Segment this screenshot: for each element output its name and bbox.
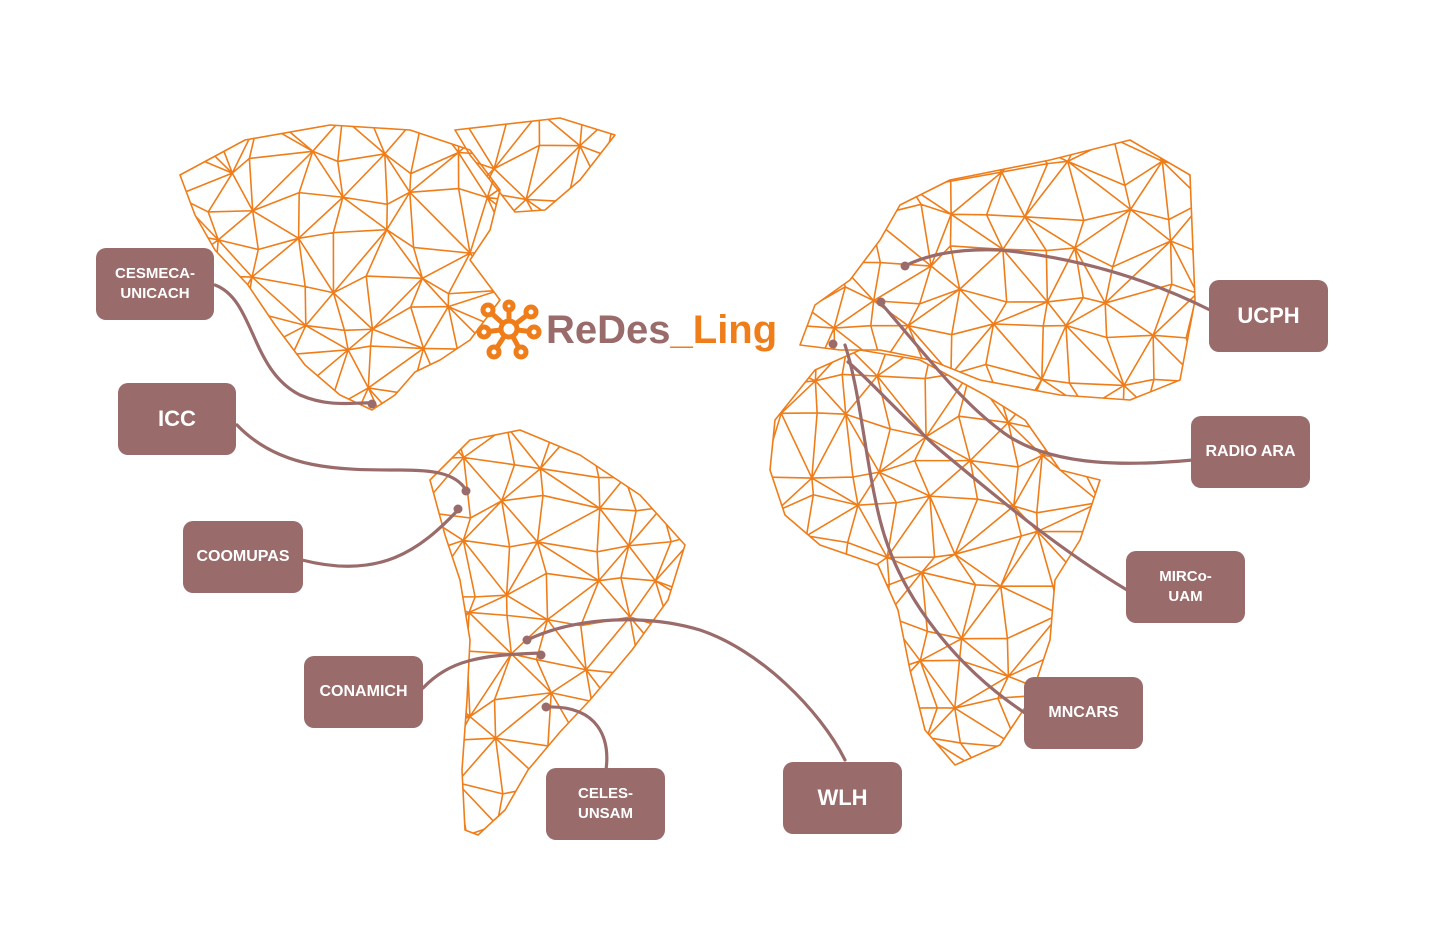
- location-dot-germany: [876, 297, 886, 307]
- connector-cesmeca: [213, 283, 374, 406]
- connector-ucph: [903, 248, 1212, 312]
- connector-conamich: [421, 651, 543, 690]
- logo-text-redes: ReDes: [546, 308, 671, 352]
- partner-label-conamich[interactable]: CONAMICH: [304, 656, 423, 728]
- location-dot-chile: [536, 650, 546, 660]
- partner-label-celes-unsam[interactable]: CELES- UNSAM: [546, 768, 665, 840]
- connector-mncars: [843, 343, 1027, 715]
- location-dot-spain: [828, 339, 838, 349]
- location-dot-denmark: [900, 261, 910, 271]
- location-dot-mexico: [367, 399, 377, 409]
- network-nodes-icon: [476, 299, 542, 360]
- location-dot-colombia: [461, 486, 471, 496]
- continent-mesh-gl: [455, 118, 615, 212]
- connector-radio-ara: [878, 300, 1195, 465]
- mesh-lines-gl: [455, 118, 615, 212]
- redes-ling-logo: ReDes_Ling: [476, 298, 806, 368]
- partner-label-icc[interactable]: ICC: [118, 383, 236, 455]
- connector-coomupas: [300, 508, 460, 568]
- coastline-na: [179, 124, 501, 411]
- connector-celes: [544, 705, 609, 772]
- connector-icc: [235, 423, 468, 492]
- partner-label-radio-ara[interactable]: RADIO ARA: [1191, 416, 1310, 488]
- location-dot-argentina: [541, 702, 551, 712]
- partner-label-cesmeca-unicach[interactable]: CESMECA- UNICACH: [96, 248, 214, 320]
- partner-label-coomupas[interactable]: COOMUPAS: [183, 521, 303, 593]
- logo-wordmark: ReDes_Ling: [546, 308, 777, 353]
- partner-label-ucph[interactable]: UCPH: [1209, 280, 1328, 352]
- connector-wlh: [525, 618, 847, 762]
- connector-mirco: [846, 360, 1129, 592]
- location-dot-ecuador: [453, 504, 463, 514]
- partner-label-mirco-uam[interactable]: MIRCo- UAM: [1126, 551, 1245, 623]
- location-dot-bolivia: [522, 635, 532, 645]
- partner-label-mncars[interactable]: MNCARS: [1024, 677, 1143, 749]
- partner-label-wlh[interactable]: WLH: [783, 762, 902, 834]
- logo-text-ling: _Ling: [670, 308, 778, 352]
